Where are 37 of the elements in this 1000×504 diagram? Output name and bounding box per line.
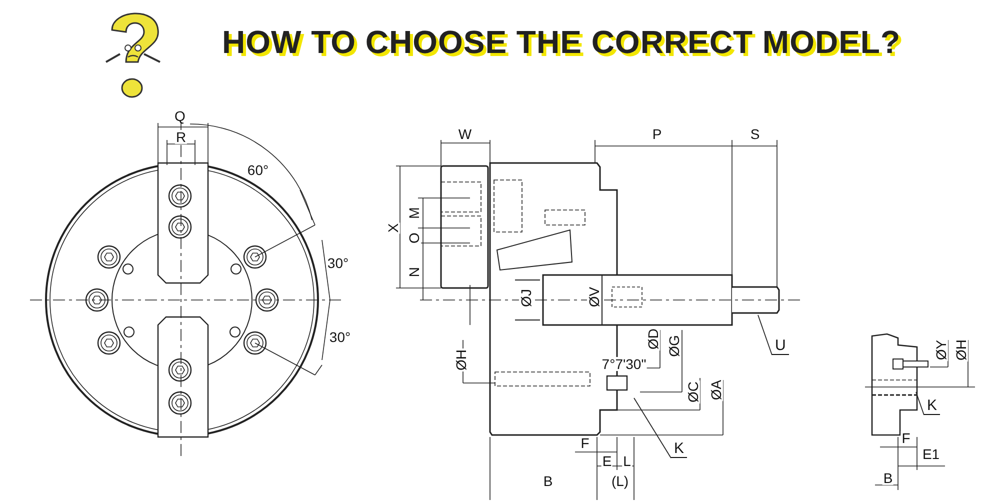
dimension-label: B	[882, 471, 894, 485]
dimension-label: ØH	[954, 338, 968, 362]
dimension-label: 60°	[246, 163, 270, 177]
dimension-label: P	[651, 127, 663, 141]
dimension-label: N	[407, 266, 421, 278]
dimension-label: S	[749, 127, 761, 141]
dimension-label: W	[457, 127, 473, 141]
dimension-label: ØG	[667, 334, 681, 358]
title: HOW TO CHOOSE THE CORRECT MODEL?	[222, 24, 901, 61]
dimension-label: ØY	[934, 338, 948, 362]
callout-letter: K	[924, 398, 940, 415]
dimension-label: 30°	[328, 330, 352, 344]
dimension-label: M	[407, 206, 421, 220]
leader-line	[758, 314, 772, 356]
dimension-label: ØJ	[519, 288, 533, 308]
dimension-label: ØA	[709, 378, 723, 402]
dimension-label: F	[900, 431, 912, 445]
dimension-label: R	[174, 130, 188, 144]
dimension-label: ØH	[454, 348, 468, 372]
dimension-label: 30°	[326, 256, 350, 270]
dimension-label: E1	[921, 447, 941, 461]
dimension-label: O	[407, 232, 421, 244]
dimension-label: ØD	[646, 328, 660, 350]
leader-line	[916, 392, 924, 416]
dimension-label: F	[580, 436, 590, 450]
dimension-label: X	[386, 222, 400, 234]
dimension-label: ØV	[587, 286, 601, 308]
dimension-label: E	[601, 454, 613, 468]
dimension-label: ØC	[686, 380, 700, 404]
callout-letter: U	[772, 338, 789, 355]
dimension-label: (L)	[610, 474, 630, 488]
dimension-label: B	[542, 474, 554, 488]
leader-line	[634, 398, 672, 458]
callout-letter: K	[671, 441, 688, 458]
dimension-label: 7°7'30"	[600, 357, 648, 371]
dimension-label: L	[622, 454, 632, 468]
dimension-label: Q	[174, 109, 186, 123]
